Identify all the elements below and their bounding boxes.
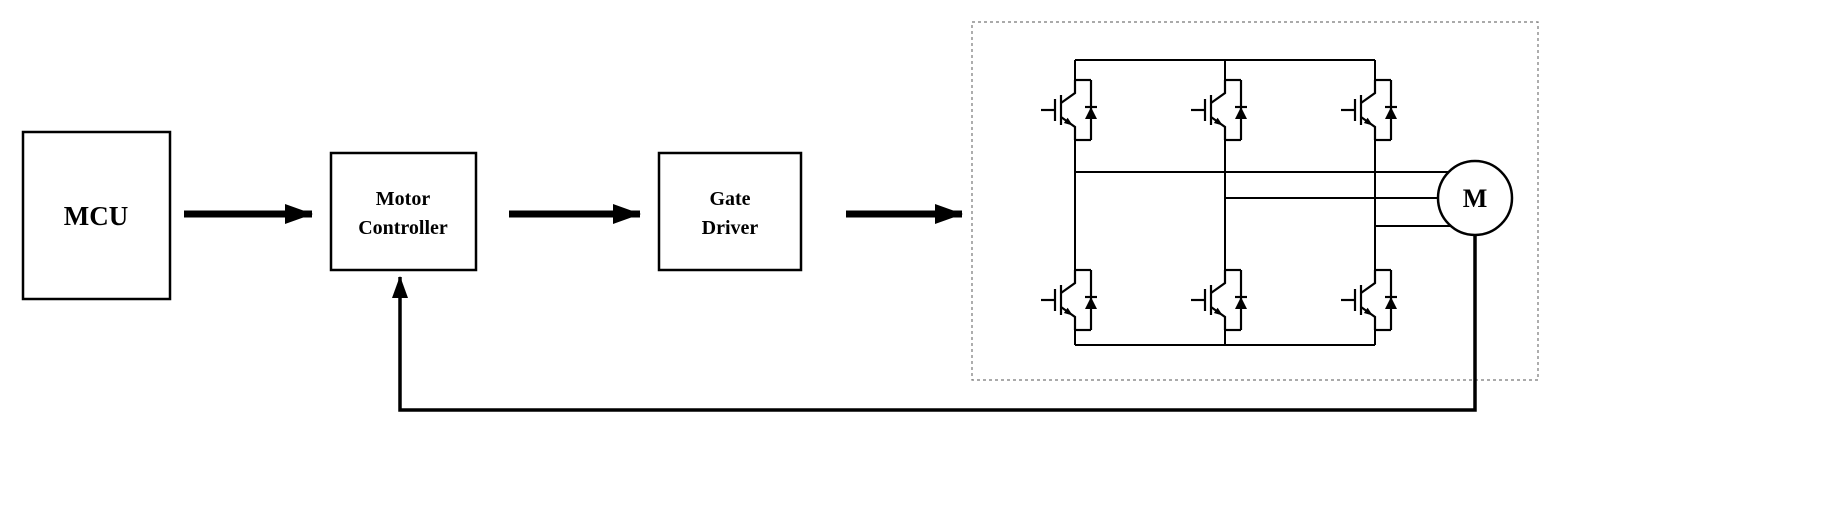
gate-driver-block [657,151,803,272]
motor-label: M [1463,184,1488,213]
inverter-dashed-border [971,21,1539,381]
igbt-upper-1-icon [1039,78,1099,142]
igbt-lower-2-icon [1189,268,1249,332]
arrow-motor-feedback-to-motor-controller [392,235,1477,412]
gate-driver-label-line1: Gate [709,188,750,210]
motor-circle [1436,159,1514,237]
motor-controller-block [329,151,478,272]
mcu-label: MCU [64,201,128,231]
igbt-upper-3-icon [1339,78,1399,142]
motor-controller-label-line2: Controller [358,217,448,239]
igbt-lower-3-icon [1339,268,1399,332]
mcu-block [21,130,172,301]
motor-controller-label-line1: Motor [376,188,431,210]
gate-driver-label-line2: Driver [702,217,759,239]
igbt-upper-2-icon [1189,78,1249,142]
inverter-circuit [1039,59,1475,346]
igbt-lower-1-icon [1039,268,1099,332]
